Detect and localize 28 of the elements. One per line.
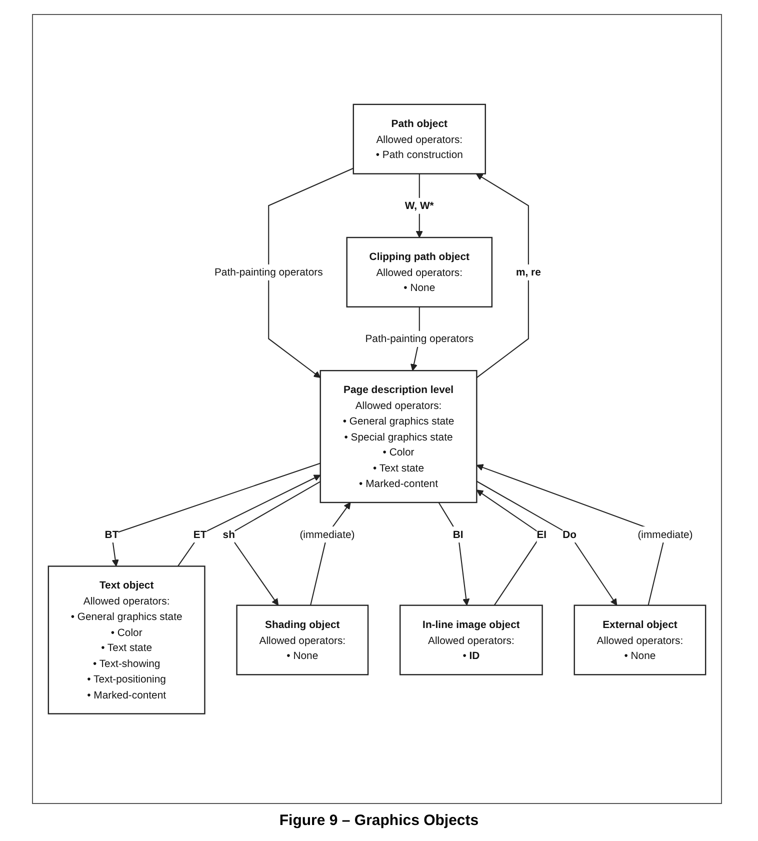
arrow bbox=[177, 474, 321, 566]
edge-label: ET bbox=[193, 528, 207, 540]
node-box bbox=[574, 604, 706, 676]
arrow bbox=[268, 168, 354, 378]
edge-label: BT bbox=[104, 528, 119, 540]
edge-label: (immediate) bbox=[638, 528, 693, 540]
edge-label: m, re bbox=[516, 266, 541, 278]
node-box bbox=[400, 604, 543, 676]
figure-frame: W, W* Path-painting operators m, re BT ET Path-painting operators sh (immediate) BI EI Do (immediate) Path object Allowed operators: • Path construction Text object Allowed operators: • General graphics state • Color • Text state • Text-showing • Text-positioning • Marked-content Clipping path object Allowed operators: • None Page description level Allowed operators: • General graphics state • Special graphics state • Color • Text state • Marked-content Shading object Allowed operators: • None In-line image object Allowed operators: • ID External object Allowed operators: • None bbox=[32, 14, 722, 804]
arrow bbox=[438, 502, 470, 606]
arrow bbox=[476, 464, 666, 606]
arrow bbox=[111, 462, 321, 566]
arrow bbox=[476, 173, 529, 378]
figure-caption: Figure 9 – Graphics Objects bbox=[279, 812, 479, 829]
node-box bbox=[346, 236, 493, 308]
node-box bbox=[352, 104, 486, 174]
edge-label: Path-painting operators bbox=[214, 266, 323, 278]
edge-label: Path-painting operators bbox=[365, 332, 474, 344]
arrow bbox=[476, 480, 618, 606]
edge-label: EI bbox=[536, 528, 547, 540]
edge-label: (immediate) bbox=[300, 528, 355, 540]
node-box bbox=[48, 566, 206, 714]
edge-label: sh bbox=[222, 528, 235, 540]
node-box bbox=[320, 370, 478, 503]
edge-label: Do bbox=[562, 528, 576, 540]
edge-label: BI bbox=[452, 528, 464, 540]
edge-label: W, W* bbox=[404, 199, 434, 212]
node-box bbox=[236, 604, 369, 676]
